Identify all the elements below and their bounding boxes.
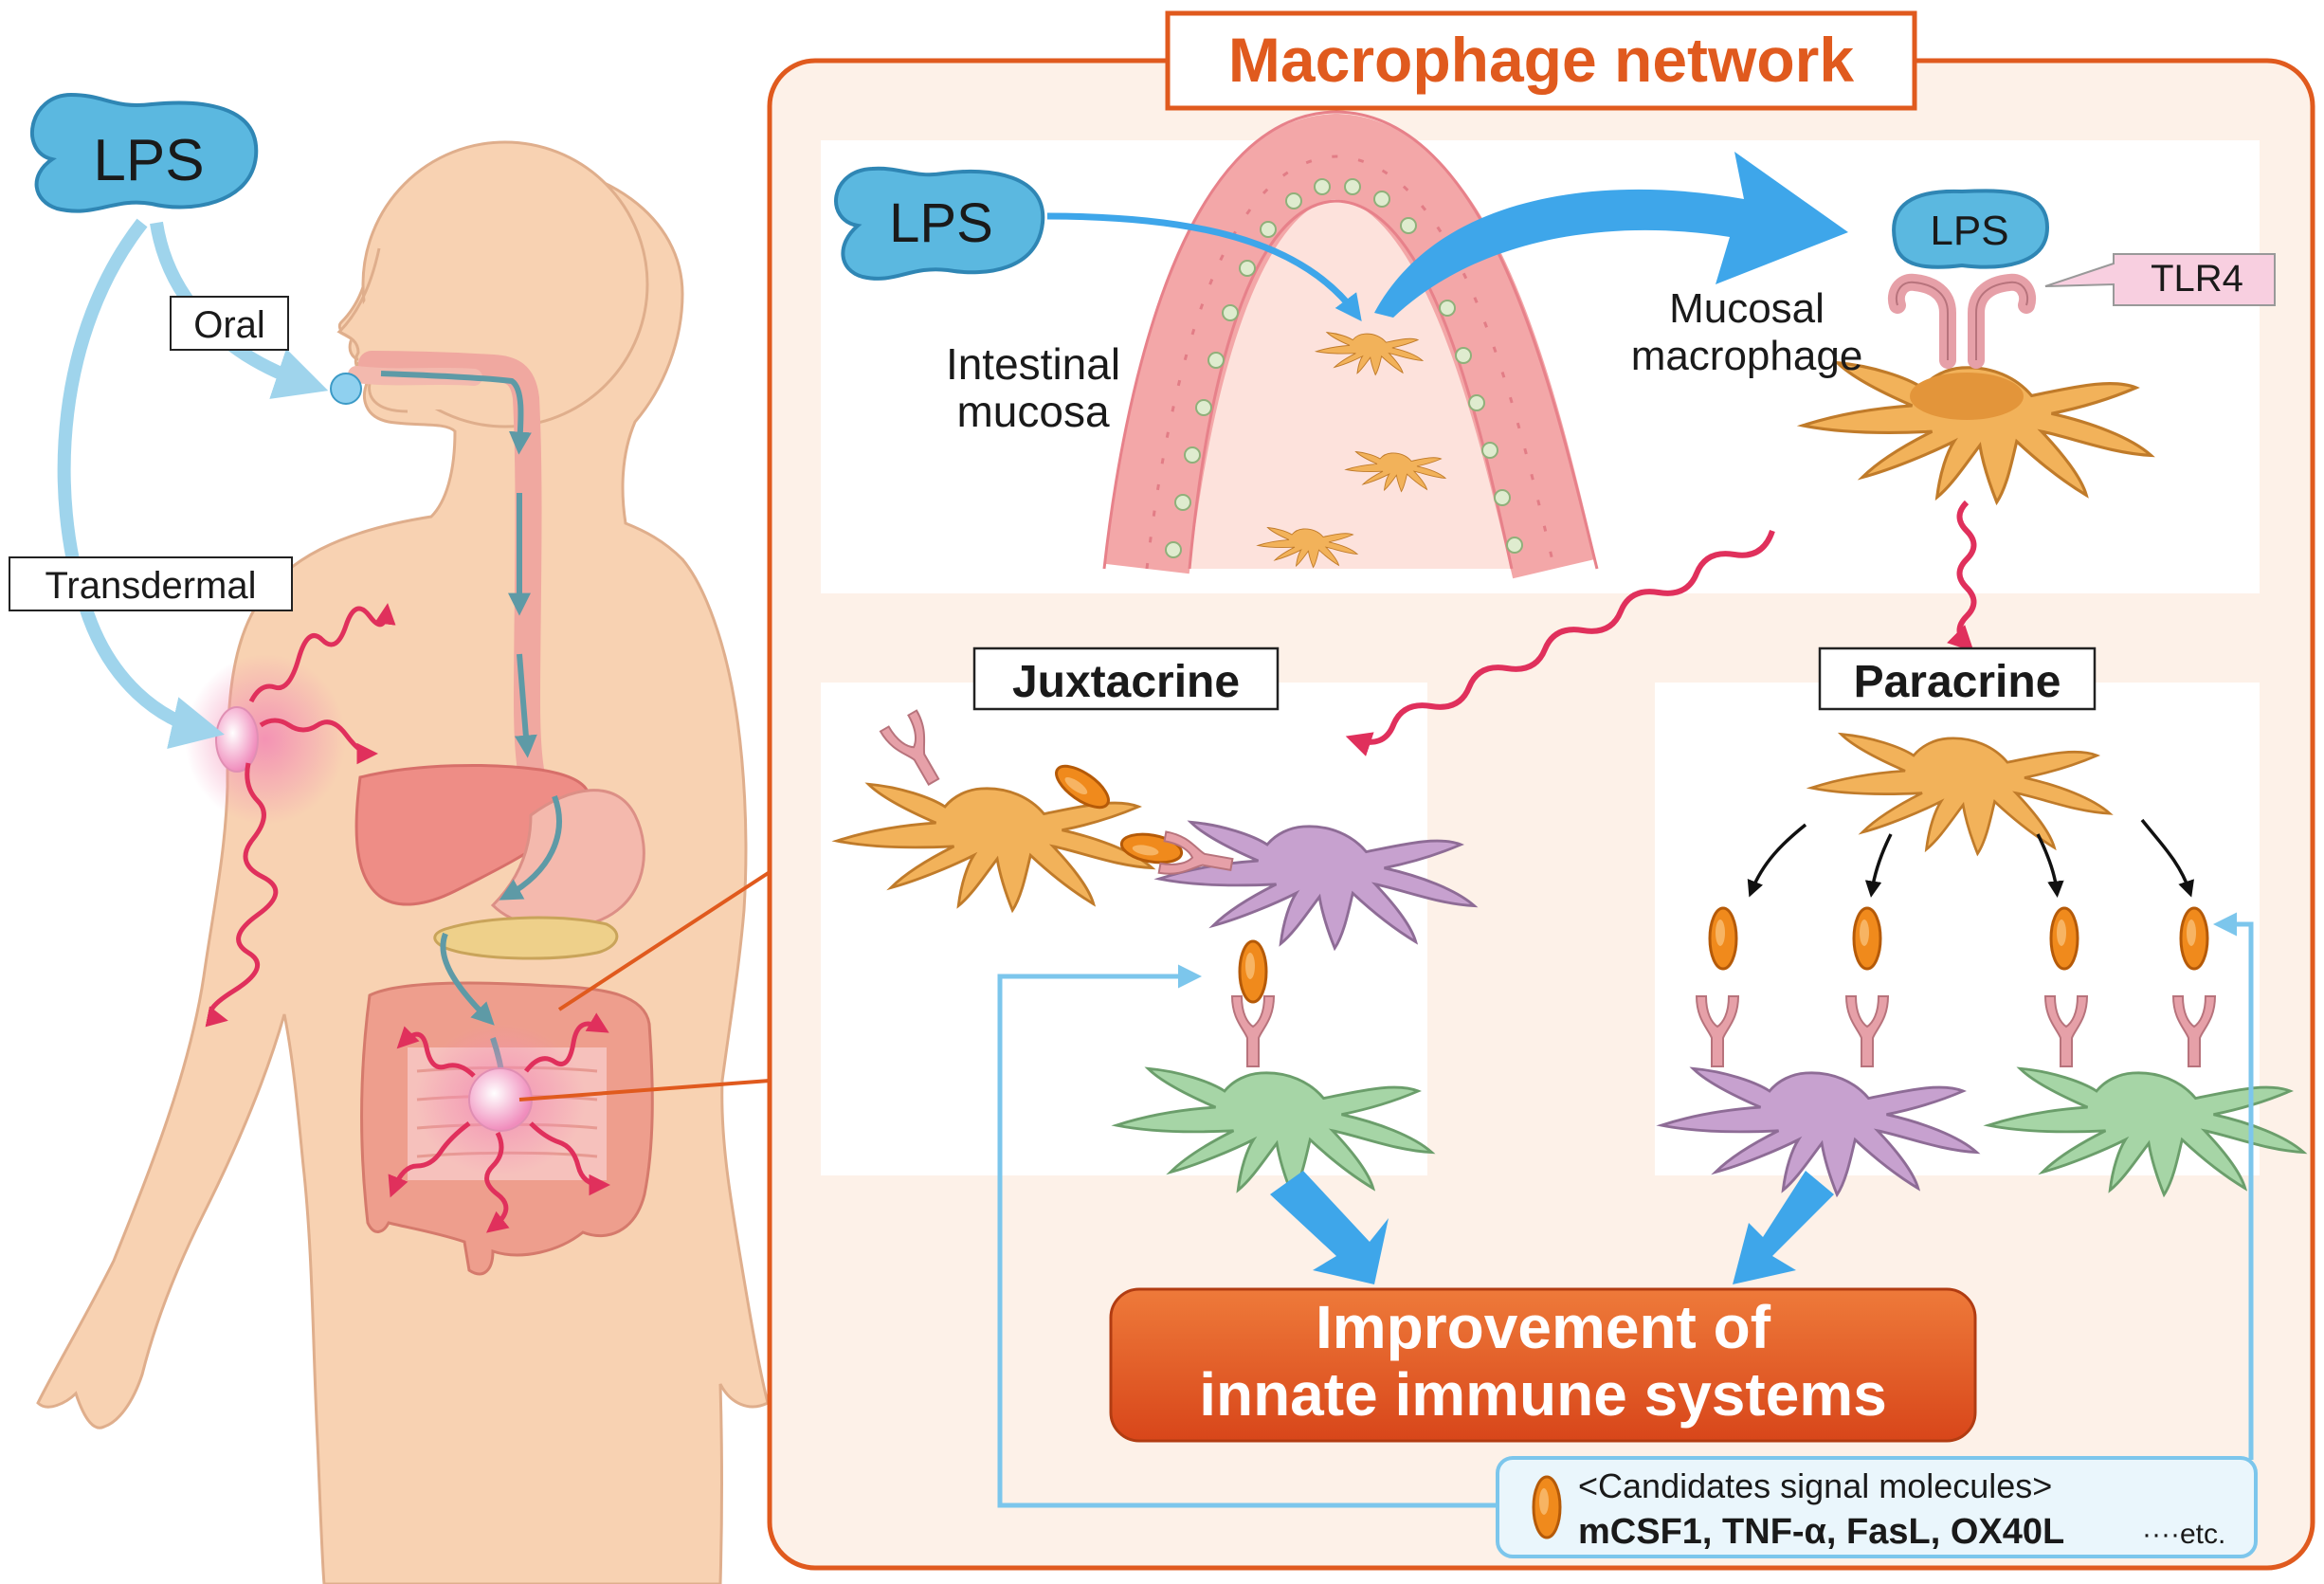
paracrine-outcome-arrow bbox=[1733, 1171, 1834, 1284]
lps-blob-mucosa bbox=[834, 166, 1045, 281]
mucosal-macrophage-label-2: macrophage bbox=[1631, 333, 1863, 379]
panel-title-box bbox=[1165, 10, 1917, 111]
lps-label-mucosa: LPS bbox=[889, 192, 993, 254]
juxtacrine-label: Juxtacrine bbox=[1012, 657, 1240, 707]
mucosal-macrophage bbox=[1801, 361, 2153, 504]
tlr4-receptor bbox=[1888, 273, 2036, 369]
lps-label-left: LPS bbox=[93, 128, 204, 193]
candidates-molecules: mCSF1, TNF-α, FasL, OX40L bbox=[1578, 1512, 2064, 1552]
improvement-label-1: Improvement of bbox=[1316, 1293, 1771, 1361]
signal-arrows bbox=[1345, 500, 1977, 756]
intestinal-mucosa-label-2: mucosa bbox=[956, 387, 1109, 436]
improvement-box bbox=[1109, 1287, 1977, 1443]
systemic-signal-arrows bbox=[205, 603, 610, 1233]
tlr4-label: TLR4 bbox=[2151, 258, 2243, 300]
candidate-molecule-icon bbox=[1532, 1475, 1562, 1539]
transdermal-label: Transdermal bbox=[45, 565, 256, 607]
lps-to-mucosa-arrow bbox=[1046, 212, 1362, 321]
juxtacrine-label-box bbox=[972, 646, 1280, 711]
panel-title: Macrophage network bbox=[1228, 25, 1854, 95]
juxtacrine-outcome-arrow bbox=[1270, 1171, 1389, 1284]
oral-entry-point bbox=[330, 373, 362, 405]
transdermal-label-box bbox=[9, 556, 293, 611]
intestinal-mucosa-label-1: Intestinal bbox=[946, 339, 1120, 389]
oral-label-box bbox=[170, 296, 289, 351]
tlr4-callout-box bbox=[2044, 253, 2276, 306]
skin-exposure-glow bbox=[185, 654, 346, 825]
lps-label-receptor: LPS bbox=[1930, 208, 2008, 254]
oral-label: Oral bbox=[193, 304, 265, 346]
paracrine-label: Paracrine bbox=[1854, 657, 2061, 707]
candidates-heading: <Candidates signal molecules> bbox=[1578, 1466, 2052, 1505]
skin-entry-point bbox=[215, 706, 259, 773]
candidates-box bbox=[1496, 1456, 2258, 1558]
mucosal-macrophage-label-1: Mucosal bbox=[1669, 285, 1825, 332]
digestion-path-arrows bbox=[380, 371, 562, 1100]
lps-blob-left bbox=[29, 92, 259, 213]
lps-blob-receptor bbox=[1892, 189, 2050, 269]
paracrine-cells bbox=[1660, 733, 2305, 1196]
uptake-arrow bbox=[1374, 152, 1848, 318]
improvement-label-2: innate immune systems bbox=[1199, 1360, 1887, 1429]
paracrine-label-box bbox=[1818, 646, 2097, 711]
candidates-etc: ····etc. bbox=[2142, 1519, 2225, 1550]
zoom-connector bbox=[518, 870, 772, 1102]
feedback-loop bbox=[997, 912, 2254, 1508]
